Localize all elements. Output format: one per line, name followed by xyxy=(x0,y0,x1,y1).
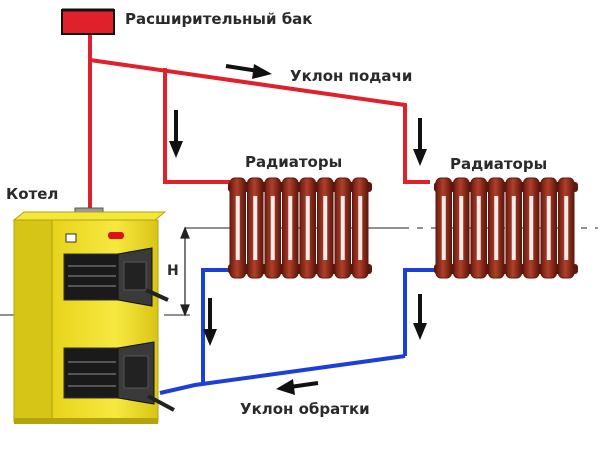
boiler xyxy=(12,207,175,424)
radiator-fin-gap xyxy=(358,196,363,260)
height-label: H xyxy=(167,263,179,279)
radiator-fin-gap xyxy=(340,196,345,260)
boiler-lower-handle xyxy=(147,394,175,412)
radiator-left xyxy=(228,177,372,279)
arrow-return-slope xyxy=(276,379,319,395)
return-main xyxy=(159,354,406,395)
supply-slope-label: Уклон подачи xyxy=(290,67,412,85)
supply-main xyxy=(89,58,430,184)
radiator-right xyxy=(434,177,578,279)
radiator-fin-gap xyxy=(270,196,275,260)
boiler-upper-handle xyxy=(145,288,169,302)
height-dimension xyxy=(180,226,190,317)
expansion-tank-label: Расширительный бак xyxy=(125,10,312,28)
radiator-fin-gap xyxy=(459,196,464,260)
arrow-down-right-return xyxy=(413,294,427,340)
boiler-label: Котел xyxy=(6,185,58,203)
arrow-supply-slope xyxy=(225,64,272,79)
radiator-fin-gap xyxy=(546,196,551,260)
expansion-tank xyxy=(61,9,115,35)
boiler-base xyxy=(14,418,158,424)
boiler-gauge xyxy=(65,233,77,243)
return-branch-left xyxy=(201,268,232,385)
arrow-down-left-return xyxy=(203,298,217,346)
supply-pipes xyxy=(88,30,430,215)
radiator-fin-gap xyxy=(441,196,446,260)
arrow-down-left-supply xyxy=(169,110,183,158)
radiator-fin-gap xyxy=(529,196,534,260)
radiator-fin-gap xyxy=(564,196,569,260)
return-pipes xyxy=(159,268,438,395)
arrow-down-right-supply xyxy=(413,118,427,166)
boiler-side xyxy=(13,219,53,423)
boiler-badge xyxy=(108,232,124,239)
flow-arrows xyxy=(169,64,427,395)
radiators-left-label: Радиаторы xyxy=(245,153,342,171)
radiator-fin-gap xyxy=(476,196,481,260)
radiator-fin-gap xyxy=(323,196,328,260)
boiler-upper-grate xyxy=(68,265,116,287)
supply-branch-left xyxy=(163,68,230,184)
return-slope-label: Уклон обратки xyxy=(240,400,370,418)
boiler-top xyxy=(12,211,167,221)
radiators-right-label: Радиаторы xyxy=(450,155,547,173)
radiator-fin-gap xyxy=(288,196,293,260)
radiator-fin-gap xyxy=(253,196,258,260)
radiator-fin-gap xyxy=(235,196,240,260)
radiator-fin-gap xyxy=(511,196,516,260)
radiator-fin-gap xyxy=(305,196,310,260)
radiator-fin-gap xyxy=(494,196,499,260)
boiler-lower-grate xyxy=(68,361,116,387)
return-branch-right xyxy=(403,268,438,356)
